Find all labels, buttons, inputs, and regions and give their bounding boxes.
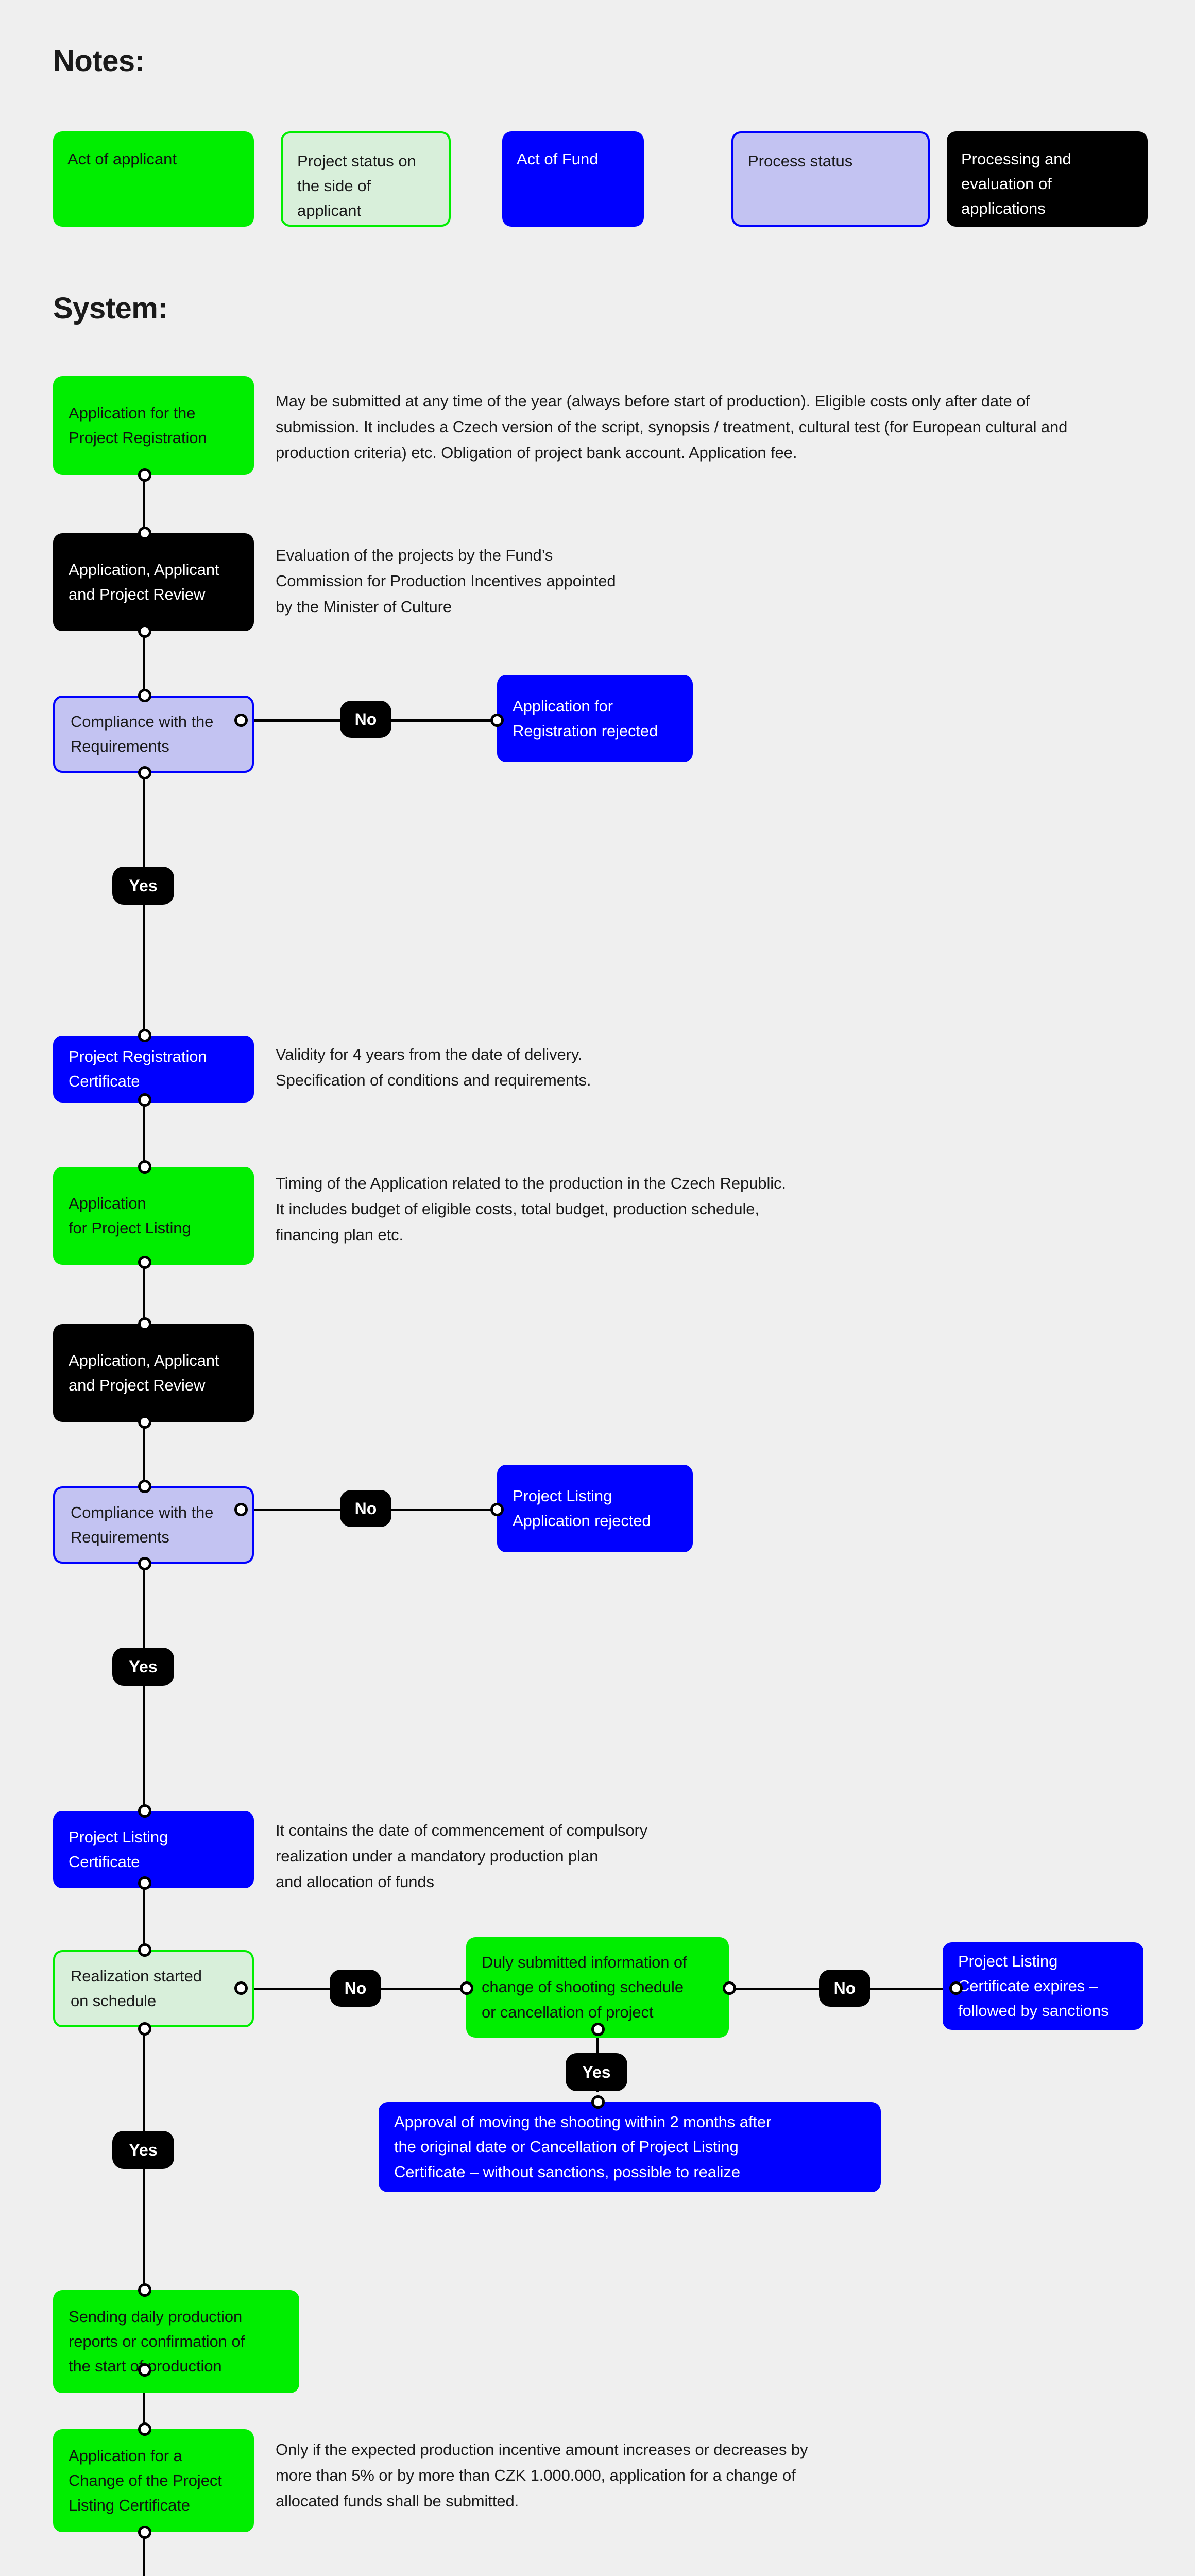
node-project-listing-certificate[interactable]: Project Listing Certificate (53, 1811, 254, 1888)
node-label: Application, Applicant and Project Revie… (69, 1351, 219, 1394)
node-duly-submitted-info[interactable]: Duly submitted information of change of … (466, 1937, 729, 2038)
branch-label-no: No (340, 1490, 391, 1527)
connector-dot (138, 1480, 151, 1493)
node-compliance-1[interactable]: Compliance with the Requirements (53, 696, 254, 773)
connector-dot (234, 1503, 248, 1516)
system-heading: System: (53, 292, 168, 325)
connector-dot (138, 1029, 151, 1042)
node-label: Sending daily production reports or conf… (69, 2307, 245, 2376)
legend-label: Process status (748, 152, 853, 170)
connector-dot (138, 2283, 151, 2297)
connector-dot (723, 1981, 736, 1995)
connector-dot (138, 1804, 151, 1818)
node-label: Compliance with the Requirements (71, 712, 214, 755)
edge-listing-cert-to-realization (143, 1880, 145, 1950)
connector-dot (591, 2023, 605, 2036)
node-label: Application for Registration rejected (513, 697, 658, 740)
node-label: Realization started on schedule (71, 1967, 202, 2010)
connector-dot (138, 2526, 151, 2539)
node-label: Project Listing Application rejected (513, 1486, 651, 1530)
annotation-app-change-listing-certificate: Only if the expected production incentiv… (276, 2441, 808, 2511)
node-label: Application for a Change of the Project … (69, 2446, 222, 2515)
node-project-registration-certificate[interactable]: Project Registration Certificate (53, 1036, 254, 1103)
connector-dot (138, 1557, 151, 1570)
connector-dot (138, 468, 151, 482)
legend-label: Processing and evaluation of application… (961, 150, 1071, 218)
connector-dot (138, 766, 151, 779)
edge-registration-to-review1 (143, 474, 145, 533)
connector-dot (234, 714, 248, 727)
connector-dot (460, 1981, 473, 1995)
node-label: Project Listing Certificate (69, 1827, 168, 1871)
branch-label-yes: Yes (112, 1648, 174, 1686)
connector-dot (138, 2422, 151, 2436)
connector-dot (138, 1160, 151, 1174)
branch-label-no: No (340, 701, 391, 738)
edge-review1-to-compliance1 (143, 629, 145, 696)
legend-label: Act of applicant (67, 150, 177, 168)
node-app-project-listing[interactable]: Application for Project Listing (53, 1167, 254, 1265)
node-label: Duly submitted information of change of … (482, 1953, 687, 2021)
node-label: Application for the Project Registration (69, 403, 207, 447)
edge-listing-app-to-review2 (143, 1260, 145, 1324)
connector-dot (138, 2363, 151, 2377)
annotation-app-project-registration: May be submitted at any time of the year… (276, 392, 1068, 462)
node-review-2[interactable]: Application, Applicant and Project Revie… (53, 1324, 254, 1422)
connector-dot (949, 1981, 963, 1995)
branch-label-yes: Yes (112, 2131, 174, 2169)
branch-label-no: No (819, 1970, 870, 2007)
connector-dot (234, 1981, 248, 1995)
node-label: Project Listing Certificate expires – fo… (958, 1952, 1109, 2020)
edge-reports-to-change-app (143, 2367, 145, 2429)
connector-dot (138, 624, 151, 638)
connector-dot (138, 1256, 151, 1269)
annotation-project-listing-certificate: It contains the date of commencement of … (276, 1821, 648, 1891)
node-label: Approval of moving the shooting within 2… (394, 2113, 772, 2181)
connector-dot (138, 1876, 151, 1890)
node-realization-started[interactable]: Realization started on schedule (53, 1950, 254, 2027)
node-label: Application for Project Listing (69, 1194, 191, 1237)
node-label: Application, Applicant and Project Revie… (69, 560, 219, 603)
connector-dot (138, 689, 151, 702)
connector-dot (591, 2095, 605, 2109)
branch-label-no: No (330, 1970, 381, 2007)
legend-item-project-status: Project status on the side of applicant (281, 131, 451, 227)
node-listing-certificate-expires[interactable]: Project Listing Certificate expires – fo… (943, 1942, 1143, 2030)
annotation-review-1: Evaluation of the projects by the Fund’s… (276, 546, 616, 616)
node-app-change-listing-certificate[interactable]: Application for a Change of the Project … (53, 2429, 254, 2532)
node-listing-application-rejected[interactable]: Project Listing Application rejected (497, 1465, 693, 1552)
legend-item-act-of-fund: Act of Fund (502, 131, 644, 227)
edge-certificate-to-listing-app (143, 1097, 145, 1167)
node-label: Compliance with the Requirements (71, 1503, 214, 1546)
branch-label-yes: Yes (112, 867, 174, 905)
legend-item-act-of-applicant: Act of applicant (53, 131, 254, 227)
annotation-app-project-listing: Timing of the Application related to the… (276, 1174, 786, 1244)
connector-dot (138, 1943, 151, 1957)
node-registration-rejected[interactable]: Application for Registration rejected (497, 675, 693, 762)
connector-dot (490, 1503, 504, 1516)
connector-dot (138, 1093, 151, 1107)
node-compliance-2[interactable]: Compliance with the Requirements (53, 1486, 254, 1564)
branch-label-yes: Yes (566, 2053, 627, 2091)
connector-dot (138, 1415, 151, 1429)
legend-item-processing-evaluation: Processing and evaluation of application… (947, 131, 1148, 227)
annotation-project-registration-certificate: Validity for 4 years from the date of de… (276, 1045, 591, 1090)
connector-dot (490, 714, 504, 727)
legend-item-process-status: Process status (731, 131, 930, 227)
edge-review2-to-compliance2 (143, 1419, 145, 1486)
edge-change-app-to-incentive-app (143, 2530, 145, 2576)
node-approval-moving-shooting[interactable]: Approval of moving the shooting within 2… (379, 2102, 881, 2192)
node-sending-daily-reports[interactable]: Sending daily production reports or conf… (53, 2290, 299, 2393)
node-review-1[interactable]: Application, Applicant and Project Revie… (53, 533, 254, 631)
node-label: Project Registration Certificate (69, 1047, 207, 1090)
connector-dot (138, 1317, 151, 1331)
notes-heading: Notes: (53, 44, 145, 78)
node-app-project-registration[interactable]: Application for the Project Registration (53, 376, 254, 475)
legend-label: Act of Fund (517, 150, 599, 168)
legend-label: Project status on the side of applicant (297, 152, 416, 220)
connector-dot (138, 2022, 151, 2036)
connector-dot (138, 527, 151, 540)
